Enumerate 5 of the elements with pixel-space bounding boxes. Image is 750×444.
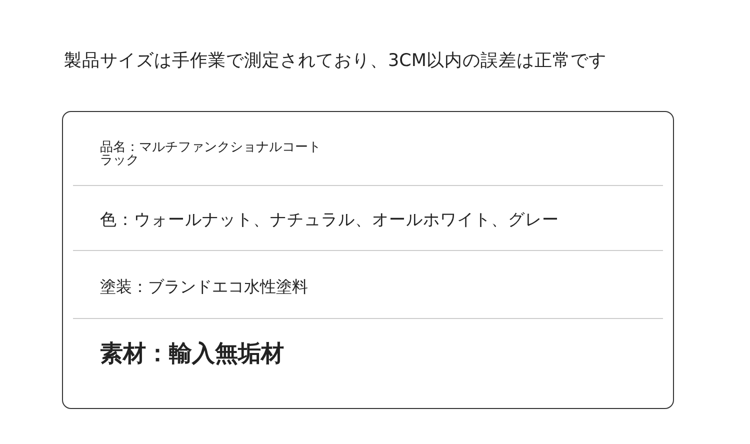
spec-text: 品名：マルチファンクショナルコートラック [100,141,322,167]
spec-text: 色：ウォールナット、ナチュラル、オールホワイト、グレー [100,212,560,228]
spec-text: 塗装：ブランドエコ水性塗料 [100,279,309,295]
heading: 製品サイズは手作業で測定されており、3CM以内の誤差は正常です [64,51,606,72]
spec-text: 素材：輸入無垢材 [100,343,285,366]
